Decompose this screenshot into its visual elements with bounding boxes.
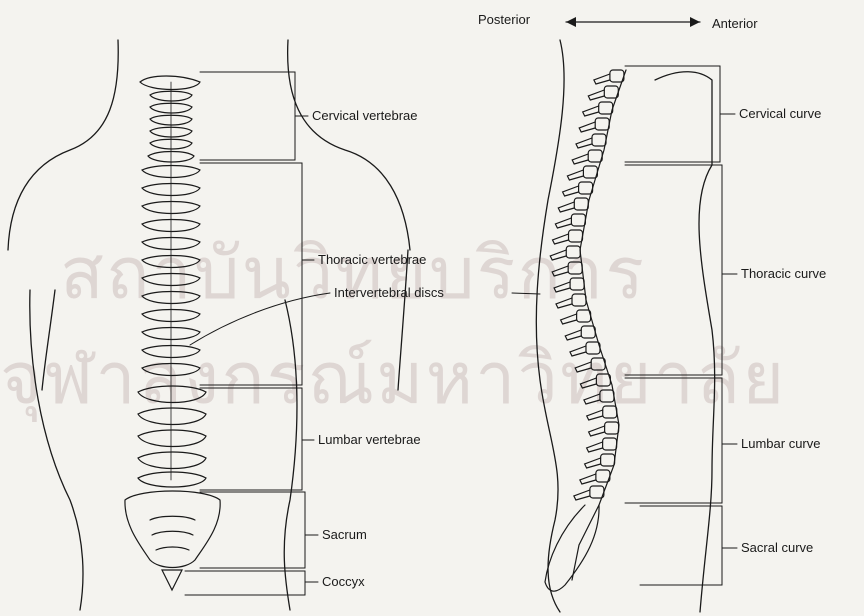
front-body-outline	[8, 40, 118, 250]
cervical-curve-label: Cervical curve	[739, 106, 821, 122]
cervical-vertebrae-label: Cervical vertebrae	[312, 108, 418, 124]
side-vertebra	[581, 326, 595, 338]
side-spinous-process	[554, 282, 570, 292]
side-spinous-process	[574, 490, 590, 500]
side-spinous-process	[567, 170, 583, 180]
side-vertebra	[569, 230, 583, 242]
lumbar-curve-label: Lumbar curve	[741, 436, 820, 452]
side-label-brackets	[625, 66, 737, 585]
side-spinous-process	[552, 266, 568, 276]
arrow-head-right	[690, 17, 700, 27]
side-spinous-process	[580, 474, 596, 484]
side-spinous-process	[587, 442, 603, 452]
side-spinous-process	[587, 410, 603, 420]
side-vertebra	[605, 422, 619, 434]
side-vertebra	[599, 102, 613, 114]
sacral-curve-label: Sacral curve	[741, 540, 813, 556]
side-vertebra	[592, 134, 606, 146]
side-spinous-process	[553, 234, 569, 244]
side-vertebra	[588, 150, 602, 162]
side-spinous-process	[563, 186, 579, 196]
side-vertebra	[601, 454, 615, 466]
front-label-brackets	[185, 72, 318, 595]
side-vertebra	[566, 246, 580, 258]
side-spinous-process	[565, 330, 581, 340]
side-spinous-process	[576, 138, 592, 148]
side-spinous-process	[575, 362, 591, 372]
side-vertebra	[579, 182, 593, 194]
front-spine	[125, 76, 220, 590]
side-vertebra	[572, 294, 586, 306]
side-vertebra	[603, 406, 617, 418]
side-vertebra	[595, 118, 609, 130]
side-vertebra	[600, 390, 614, 402]
side-back-outline	[536, 40, 564, 612]
side-spinous-process	[579, 122, 595, 132]
side-spinous-process	[589, 426, 605, 436]
side-spinous-process	[555, 218, 571, 228]
disc-leader-left	[190, 293, 330, 345]
thoracic-vertebrae-label: Thoracic vertebrae	[318, 252, 426, 268]
side-spinous-process	[588, 90, 604, 100]
side-vertebra	[591, 358, 605, 370]
front-sacrum-shape	[125, 491, 220, 568]
side-spinous-process	[550, 250, 566, 260]
side-spinous-process	[561, 314, 577, 324]
disc-leader-right	[512, 293, 540, 294]
side-spinous-process	[594, 74, 610, 84]
side-spinous-process	[584, 394, 600, 404]
side-vertebra	[577, 310, 591, 322]
anterior-label: Anterior	[712, 16, 758, 32]
front-coccyx-shape	[162, 570, 182, 590]
side-vertebra	[586, 342, 600, 354]
coccyx-label: Coccyx	[322, 574, 365, 590]
side-vertebra	[571, 214, 585, 226]
sacrum-label: Sacrum	[322, 527, 367, 543]
side-spinous-process	[570, 346, 586, 356]
intervertebral-discs-label: Intervertebral discs	[334, 285, 444, 301]
thoracic-curve-label: Thoracic curve	[741, 266, 826, 282]
side-vertebra	[574, 198, 588, 210]
side-vertebra	[596, 374, 610, 386]
side-spinous-process	[583, 106, 599, 116]
side-spinous-process	[585, 458, 601, 468]
side-spinous-process	[558, 202, 574, 212]
side-vertebra	[603, 438, 617, 450]
side-vertebra	[583, 166, 597, 178]
side-front-outline	[655, 72, 715, 612]
lumbar-vertebrae-label: Lumbar vertebrae	[318, 432, 421, 448]
side-spinous-process	[580, 378, 596, 388]
side-spinous-process	[572, 154, 588, 164]
side-spinous-process	[556, 298, 572, 308]
posterior-label: Posterior	[478, 12, 530, 28]
side-vertebra	[568, 262, 582, 274]
arrow-head-left	[566, 17, 576, 27]
side-vertebra	[570, 278, 584, 290]
